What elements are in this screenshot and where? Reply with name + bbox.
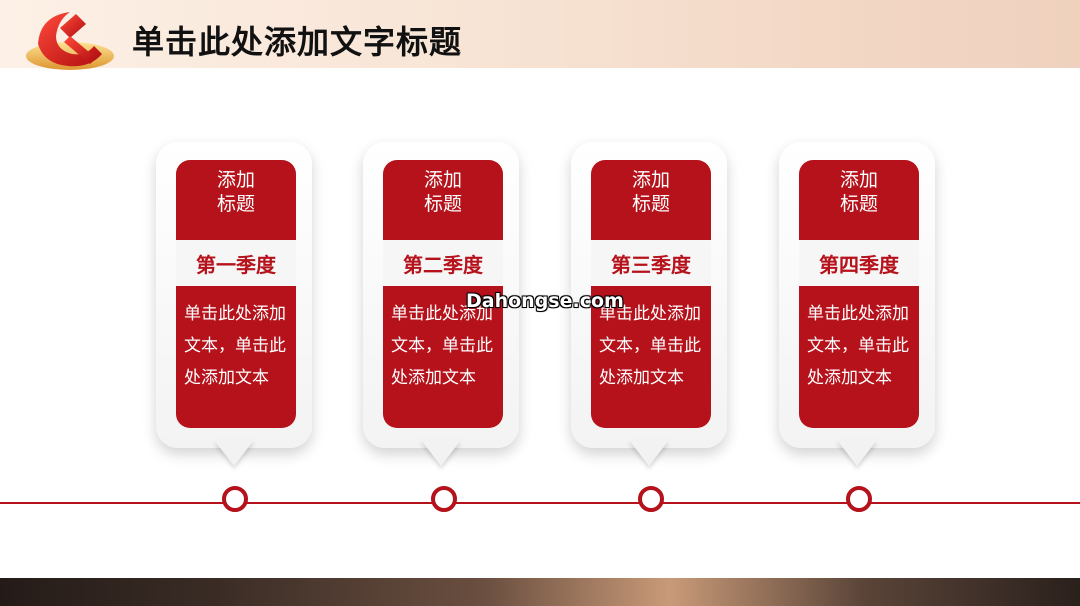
header-bar: [0, 0, 1080, 68]
timeline-line: [0, 502, 1080, 504]
card-title[interactable]: 添加 标题: [591, 168, 711, 216]
card-title-line1: 添加: [216, 169, 255, 191]
season-label[interactable]: 第二季度: [383, 240, 503, 286]
timeline-node-4: [846, 486, 872, 512]
quarter-card-3[interactable]: 添加 标题 第三季度 单击此处添加文本，单击此处添加文本: [571, 142, 727, 466]
quarter-card-1[interactable]: 添加 标题 第一季度 单击此处添加文本，单击此处添加文本: [156, 142, 312, 466]
season-label[interactable]: 第一季度: [176, 240, 296, 286]
card-panel: 添加 标题 第三季度 单击此处添加文本，单击此处添加文本: [591, 160, 711, 428]
card-pointer: [837, 440, 877, 466]
card-pointer: [629, 440, 669, 466]
card-body-text[interactable]: 单击此处添加文本，单击此处添加文本: [807, 304, 909, 388]
card-body-text[interactable]: 单击此处添加文本，单击此处添加文本: [184, 304, 286, 388]
season-label[interactable]: 第四季度: [799, 240, 919, 286]
card-pointer: [214, 440, 254, 466]
timeline-node-2: [431, 486, 457, 512]
card-panel: 添加 标题 第四季度 单击此处添加文本，单击此处添加文本: [799, 160, 919, 428]
card-title[interactable]: 添加 标题: [799, 168, 919, 216]
card-title-line2: 标题: [631, 193, 670, 215]
card-title-line2: 标题: [839, 193, 878, 215]
card-body-text[interactable]: 单击此处添加文本，单击此处添加文本: [599, 304, 701, 388]
page-title[interactable]: 单击此处添加文字标题: [132, 23, 463, 61]
card-title[interactable]: 添加 标题: [383, 168, 503, 216]
quarter-card-4[interactable]: 添加 标题 第四季度 单击此处添加文本，单击此处添加文本: [779, 142, 935, 466]
card-title-line2: 标题: [216, 193, 255, 215]
card-pointer: [421, 440, 461, 466]
footer-image-strip: [0, 578, 1080, 606]
card-title-line1: 添加: [423, 169, 462, 191]
watermark-text: Dahongse.com: [466, 290, 624, 312]
card-body-text[interactable]: 单击此处添加文本，单击此处添加文本: [391, 304, 493, 388]
season-label[interactable]: 第三季度: [591, 240, 711, 286]
card-title-line1: 添加: [631, 169, 670, 191]
card-panel: 添加 标题 第二季度 单击此处添加文本，单击此处添加文本: [383, 160, 503, 428]
card-panel: 添加 标题 第一季度 单击此处添加文本，单击此处添加文本: [176, 160, 296, 428]
card-title[interactable]: 添加 标题: [176, 168, 296, 216]
card-title-line1: 添加: [839, 169, 878, 191]
timeline-node-1: [222, 486, 248, 512]
quarter-card-2[interactable]: 添加 标题 第二季度 单击此处添加文本，单击此处添加文本: [363, 142, 519, 466]
hammer-sickle-icon: [20, 6, 120, 76]
card-title-line2: 标题: [423, 193, 462, 215]
timeline-node-3: [638, 486, 664, 512]
